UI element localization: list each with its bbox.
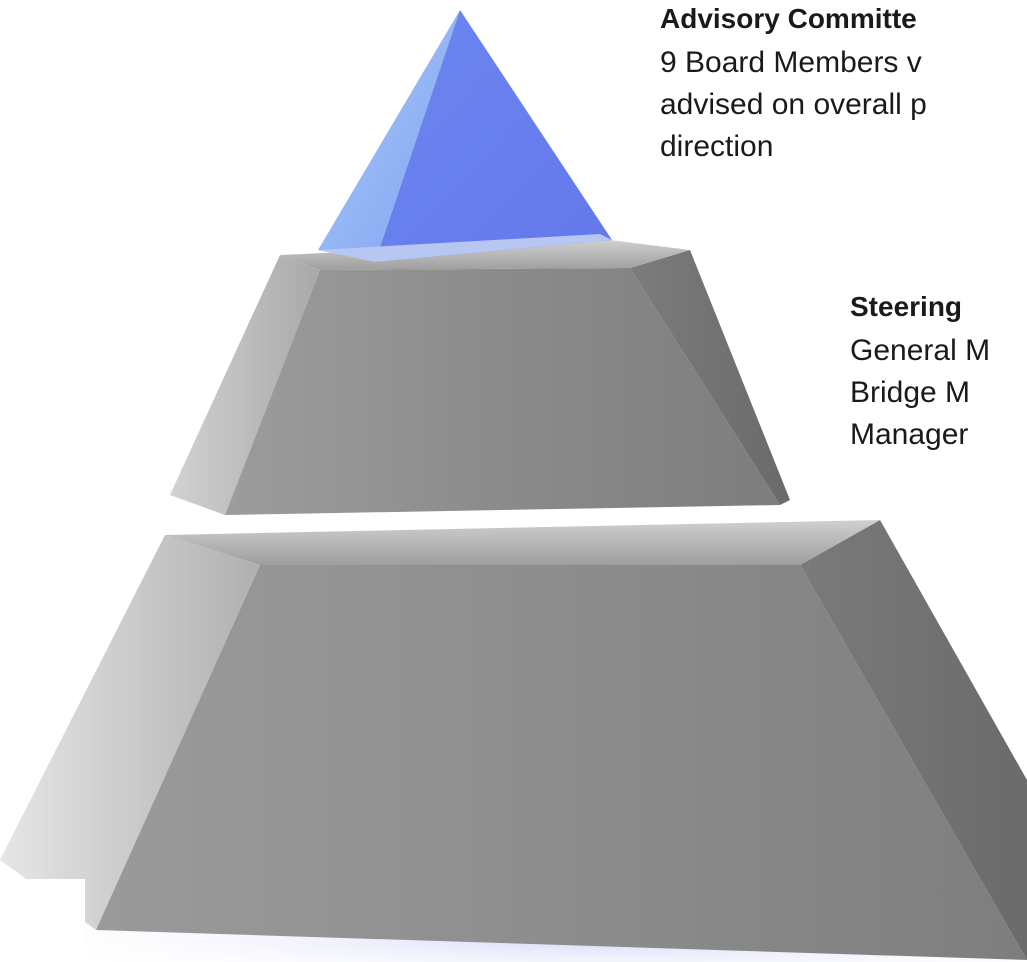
middle-tier-front-face — [225, 268, 780, 515]
top-tier-left-face — [318, 10, 460, 262]
steering-line-2: Bridge M — [850, 376, 971, 409]
middle-tier-left-face — [170, 255, 320, 515]
steering-line-3: Manager — [850, 418, 969, 451]
bottom-tier-top-ledge — [165, 520, 880, 565]
top-tier-base-edge — [318, 234, 612, 262]
middle-tier-top-ledge — [280, 240, 690, 270]
corner-patch — [0, 879, 85, 962]
pyramid-tier-top — [318, 10, 612, 262]
bottom-tier-right-face — [800, 520, 1027, 960]
pyramid-tier-middle — [170, 240, 790, 515]
advisory-committee-line-3: direction — [660, 130, 774, 163]
advisory-committee-title: Advisory Committe — [660, 3, 917, 34]
middle-tier-right-face — [630, 250, 790, 505]
bottom-tier-left-face — [0, 535, 260, 930]
steering-title: Steering — [850, 291, 963, 322]
advisory-committee-line-2: advised on overall p — [660, 88, 927, 121]
advisory-committee-line-1: 9 Board Members v — [660, 46, 922, 79]
steering-label: Steering General M Bridge M Manager — [850, 288, 990, 456]
pyramid-tier-bottom — [0, 520, 1027, 960]
bottom-tier-front-face — [96, 565, 1027, 960]
steering-line-1: General M — [850, 334, 991, 367]
advisory-committee-label: Advisory Committe 9 Board Members v advi… — [660, 0, 927, 168]
top-tier-front-face — [375, 10, 612, 262]
